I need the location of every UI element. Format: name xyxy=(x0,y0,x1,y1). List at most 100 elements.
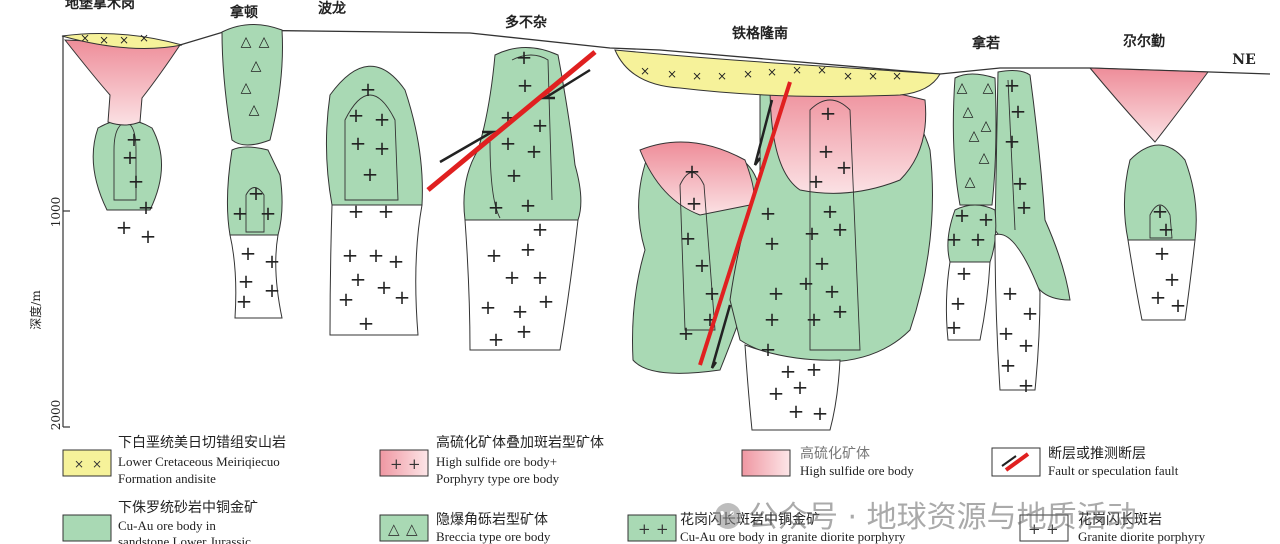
lithology-symbols: ×××××××××××××××△△△△△△△△△△△△+++++++++++++… xyxy=(80,31,1186,425)
legend-item-cu-au-sandstone: 下侏罗统砂岩中铜金矿 Cu-Au ore body in sandstone L… xyxy=(62,500,258,544)
breccia-mark: △ xyxy=(241,34,252,50)
porphyry-plus-mark: + xyxy=(768,381,785,405)
porphyry-plus-mark: + xyxy=(236,289,253,313)
porphyry-plus-mark: + xyxy=(360,77,377,101)
porphyry-plus-mark: + xyxy=(1016,195,1033,219)
legend-high-sulfide-en1: High sulfide ore body xyxy=(800,463,914,478)
legend-item-high-sulfide: 高硫化矿体 High sulfide ore body xyxy=(741,445,914,478)
porphyry-plus-mark: + xyxy=(368,243,385,267)
porphyry-plus-mark: + xyxy=(792,375,809,399)
porphyry-plus-mark: + xyxy=(512,299,529,323)
svg-text:+: + xyxy=(1028,520,1041,538)
breccia-mark: △ xyxy=(241,80,252,96)
label-duobuza: 多不杂 xyxy=(505,14,547,31)
porphyry-plus-mark: + xyxy=(1158,217,1175,241)
porphyry-plus-mark: + xyxy=(358,311,375,335)
porphyry-plus-mark: + xyxy=(684,159,701,183)
porphyry-plus-mark: + xyxy=(488,195,505,219)
porphyry-plus-mark: + xyxy=(1004,73,1021,97)
svg-text:+: + xyxy=(638,520,651,538)
legend-cu-au-sandstone-en1: Cu-Au ore body in xyxy=(118,518,216,533)
porphyry-plus-mark: + xyxy=(350,131,367,155)
porphyry-plus-mark: + xyxy=(520,193,537,217)
svg-text:△: △ xyxy=(388,520,400,538)
breccia-mark: △ xyxy=(965,174,976,190)
porphyry-plus-mark: + xyxy=(1010,99,1027,123)
body-saerqin xyxy=(1088,67,1209,321)
porphyry-plus-mark: + xyxy=(126,127,143,151)
porphyry-plus-mark: + xyxy=(832,299,849,323)
breccia-mark: △ xyxy=(981,118,992,134)
breccia-mark: △ xyxy=(979,150,990,166)
porphyry-plus-mark: + xyxy=(822,199,839,223)
breccia-mark: △ xyxy=(251,58,262,74)
legend-item-hs-porphyry: ++ 高硫化矿体叠加斑岩型矿体 High sulfide ore body+ P… xyxy=(379,434,604,486)
legend-item-cu-au-granite: ++ 花岗闪长斑岩中铜金矿 Cu-Au ore body in granite … xyxy=(627,512,906,544)
body-naruo xyxy=(945,70,1071,391)
svg-text:+: + xyxy=(390,455,403,473)
porphyry-plus-mark: + xyxy=(517,73,534,97)
porphyry-plus-mark: + xyxy=(394,285,411,309)
porphyry-plus-mark: + xyxy=(140,224,157,248)
fault-tiegelongnan xyxy=(698,81,792,369)
porphyry-plus-mark: + xyxy=(532,217,549,241)
porphyry-plus-mark: + xyxy=(480,295,497,319)
porphyry-plus-mark: + xyxy=(760,201,777,225)
porphyry-plus-mark: + xyxy=(788,399,805,423)
porphyry-plus-mark: + xyxy=(374,107,391,131)
andesite-mark: × xyxy=(119,33,129,47)
svg-text:+: + xyxy=(408,455,421,473)
porphyry-plus-mark: + xyxy=(804,221,821,245)
porphyry-plus-mark: + xyxy=(264,278,281,302)
porphyry-plus-mark: + xyxy=(956,261,973,285)
svg-text:+: + xyxy=(656,520,669,538)
porphyry-plus-mark: + xyxy=(342,243,359,267)
label-saerqin: 尕尔勤 xyxy=(1123,33,1165,50)
porphyry-plus-mark: + xyxy=(1152,199,1169,223)
breccia-mark: △ xyxy=(249,102,260,118)
porphyry-plus-mark: + xyxy=(1170,293,1187,317)
porphyry-plus-mark: + xyxy=(680,226,697,250)
andesite-mark: × xyxy=(139,31,149,45)
legend-hs-porphyry-cn: 高硫化矿体叠加斑岩型矿体 xyxy=(436,434,604,451)
porphyry-plus-mark: + xyxy=(836,155,853,179)
legend-item-andesite: ×× 下白垩统美日切错组安山岩 Lower Cretaceous Meiriqi… xyxy=(62,435,286,486)
porphyry-plus-mark: + xyxy=(808,169,825,193)
legend-granite-cn: 花岗闪长斑岩 xyxy=(1078,512,1162,528)
axis-title: 深度/m xyxy=(28,290,43,330)
porphyry-plus-mark: + xyxy=(824,279,841,303)
andesite-mark: × xyxy=(743,67,753,81)
porphyry-plus-mark: + xyxy=(1164,267,1181,291)
porphyry-plus-mark: + xyxy=(704,281,721,305)
label-ne: NE xyxy=(1232,52,1255,68)
porphyry-plus-mark: + xyxy=(764,231,781,255)
porphyry-plus-mark: + xyxy=(500,131,517,155)
body-diguolana xyxy=(61,32,183,211)
legend-cu-au-granite-en1: Cu-Au ore body in granite diorite porphy… xyxy=(680,529,906,544)
tick-2000: 2000 xyxy=(49,400,63,431)
legend-fault-en1: Fault or speculation fault xyxy=(1048,463,1179,478)
legend-cu-au-sandstone-cn: 下侏罗统砂岩中铜金矿 xyxy=(118,500,258,516)
andesite-mark: × xyxy=(717,69,727,83)
watermark-text: 公众号 · 地球资源与地质活动 xyxy=(748,500,1137,535)
porphyry-plus-mark: + xyxy=(978,207,995,231)
porphyry-plus-mark: + xyxy=(798,271,815,295)
porphyry-plus-mark: + xyxy=(694,253,711,277)
porphyry-plus-mark: + xyxy=(678,321,695,345)
fault-duobuza xyxy=(426,50,597,192)
legend-item-breccia: △△ 隐爆角砾岩型矿体 Breccia type ore body xyxy=(379,512,551,544)
body-tiegelongnan xyxy=(614,49,941,431)
porphyry-plus-mark: + xyxy=(1004,129,1021,153)
porphyry-plus-mark: + xyxy=(122,145,139,169)
porphyry-plus-mark: + xyxy=(538,289,555,313)
label-diguolana: 地堡拿木岗 xyxy=(65,0,135,12)
porphyry-plus-mark: + xyxy=(260,201,277,225)
porphyry-plus-mark: + xyxy=(818,139,835,163)
porphyry-plus-mark: + xyxy=(764,307,781,331)
legend-hs-porphyry-en2: Porphyry type ore body xyxy=(436,471,560,486)
porphyry-plus-mark: + xyxy=(488,327,505,351)
porphyry-plus-mark: + xyxy=(350,267,367,291)
andesite-mark: × xyxy=(792,63,802,77)
legend-andesite-cn: 下白垩统美日切错组安山岩 xyxy=(118,435,286,451)
